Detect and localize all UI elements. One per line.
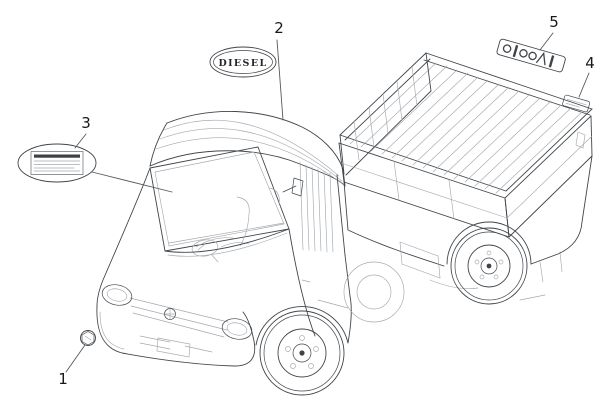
cab-interior bbox=[168, 187, 285, 263]
cab-rear-window-hatch bbox=[299, 161, 334, 253]
front-bumper bbox=[96, 305, 256, 367]
leader-1 bbox=[65, 344, 86, 373]
callout-leader-lines bbox=[65, 32, 590, 373]
leader-2 bbox=[276, 39, 284, 121]
front-emblem-part bbox=[80, 330, 96, 346]
callout-3[interactable]: 3 bbox=[81, 114, 91, 132]
nameplate-badge bbox=[496, 38, 566, 73]
grille-badge bbox=[164, 308, 176, 320]
front-wheel bbox=[259, 310, 345, 396]
leader-3b bbox=[91, 171, 173, 193]
warning-label bbox=[17, 143, 97, 183]
headlight-right bbox=[221, 318, 253, 340]
callout-5[interactable]: 5 bbox=[549, 13, 559, 31]
warning-label-text-lines bbox=[33, 160, 81, 172]
callout-2[interactable]: 2 bbox=[274, 19, 284, 37]
bed-floor-slats bbox=[349, 62, 583, 194]
windshield bbox=[149, 146, 290, 252]
truck-illustration bbox=[96, 52, 593, 396]
leader-4 bbox=[578, 72, 590, 98]
chassis bbox=[343, 155, 593, 301]
leader-5 bbox=[539, 32, 554, 51]
model-badge bbox=[562, 94, 591, 113]
far-front-wheel bbox=[343, 261, 405, 323]
grille bbox=[129, 297, 229, 338]
cab bbox=[149, 111, 351, 337]
headlight-left bbox=[101, 284, 133, 306]
cargo-bed bbox=[338, 52, 593, 283]
leader-3a bbox=[74, 133, 87, 149]
front-end bbox=[96, 167, 352, 367]
wiper bbox=[195, 237, 234, 251]
side-mirror bbox=[282, 177, 304, 197]
callout-4[interactable]: 4 bbox=[585, 54, 595, 72]
diesel-badge: DIESEL bbox=[209, 46, 277, 78]
callout-1[interactable]: 1 bbox=[58, 370, 68, 388]
diesel-badge-text: DIESEL bbox=[218, 58, 267, 69]
roof-contour-hatch bbox=[155, 119, 345, 186]
rear-wheel bbox=[450, 227, 528, 305]
warning-label-title-bar bbox=[34, 154, 80, 158]
